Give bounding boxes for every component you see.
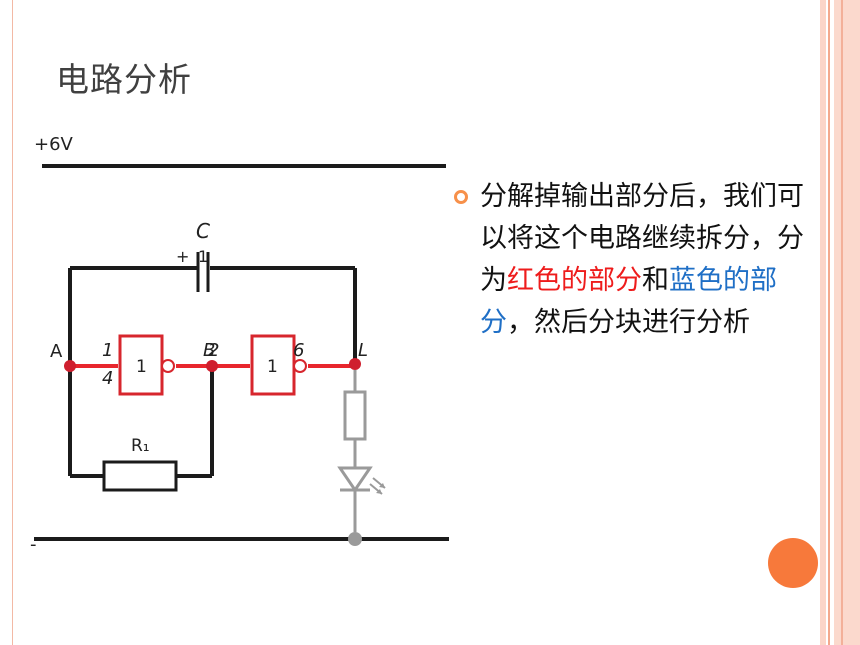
ring-bullet-icon — [454, 190, 468, 204]
bullet-text-mid: 和 — [642, 265, 669, 296]
right-border-line-inner — [841, 0, 843, 645]
not-gate-icon — [250, 334, 307, 396]
capacitor-plus-label: + — [176, 247, 189, 266]
bullet-text-tail: ，然后分块进行分析 — [507, 307, 750, 338]
gate1-pin-right-label: 2 — [208, 340, 219, 361]
left-border-line — [12, 0, 13, 645]
node-l-label: L — [358, 340, 368, 361]
gate2-pin-right-label: 6 — [293, 340, 304, 361]
capacitor-symbol-icon — [196, 252, 210, 292]
bullet-text-blue: 蓝色的部分 — [480, 265, 777, 338]
node-b-label: B — [203, 340, 215, 361]
bullet-text-lead: 分解掉输出部分后，我们可以将这个电路继续拆分，分为 — [480, 181, 804, 296]
node-a-label: A — [50, 341, 63, 362]
supply-voltage-label: +6V — [34, 134, 74, 155]
output-resistor-icon — [343, 390, 367, 441]
ground-label: - — [30, 534, 37, 555]
node-a-dot — [64, 360, 76, 372]
capacitor-pin-label: 1 — [198, 247, 208, 266]
node-l-dot — [349, 358, 361, 370]
gate2-symbol-text: 1 — [267, 357, 278, 377]
resistor-label: R₁ — [131, 436, 150, 456]
bullet-paragraph: 分解掉输出部分后，我们可以将这个电路继续拆分，分为红色的部分和蓝色的部分，然后分… — [480, 176, 810, 344]
node-b-dot — [206, 360, 218, 372]
right-border-band-wide — [834, 0, 860, 645]
bullet-text-red: 红色的部分 — [507, 265, 642, 296]
not-gate-icon — [118, 334, 175, 396]
ground-node-dot — [348, 532, 362, 546]
gate1-pin-top-label: 1 — [102, 340, 113, 361]
gate1-symbol-text: 1 — [136, 357, 147, 377]
resistor-symbol-icon — [102, 460, 178, 492]
led-icon — [337, 466, 386, 495]
right-border-band — [820, 0, 826, 645]
capacitor-label: C — [196, 219, 210, 243]
right-border-line — [828, 0, 830, 645]
decorative-orange-circle — [768, 538, 818, 588]
gate1-pin-bottom-label: 4 — [102, 368, 113, 389]
page-title: 电路分析 — [56, 60, 192, 99]
